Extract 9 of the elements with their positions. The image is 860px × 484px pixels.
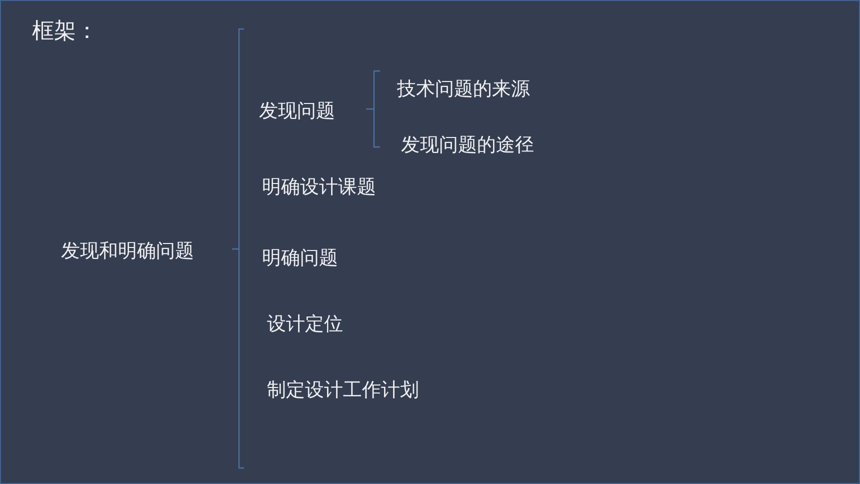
- outline-item: 制定设计工作计划: [267, 378, 419, 403]
- outline-item: 发现问题的途径: [401, 133, 534, 158]
- outline-item: 明确设计课题: [262, 175, 376, 200]
- outline-item: 设计定位: [267, 312, 343, 337]
- title: 框架：: [32, 18, 98, 46]
- outline-item: 技术问题的来源: [397, 77, 530, 102]
- outline-item: 发现和明确问题: [61, 239, 194, 264]
- outline-item: 明确问题: [262, 246, 338, 271]
- outline-item: 发现问题: [259, 99, 335, 124]
